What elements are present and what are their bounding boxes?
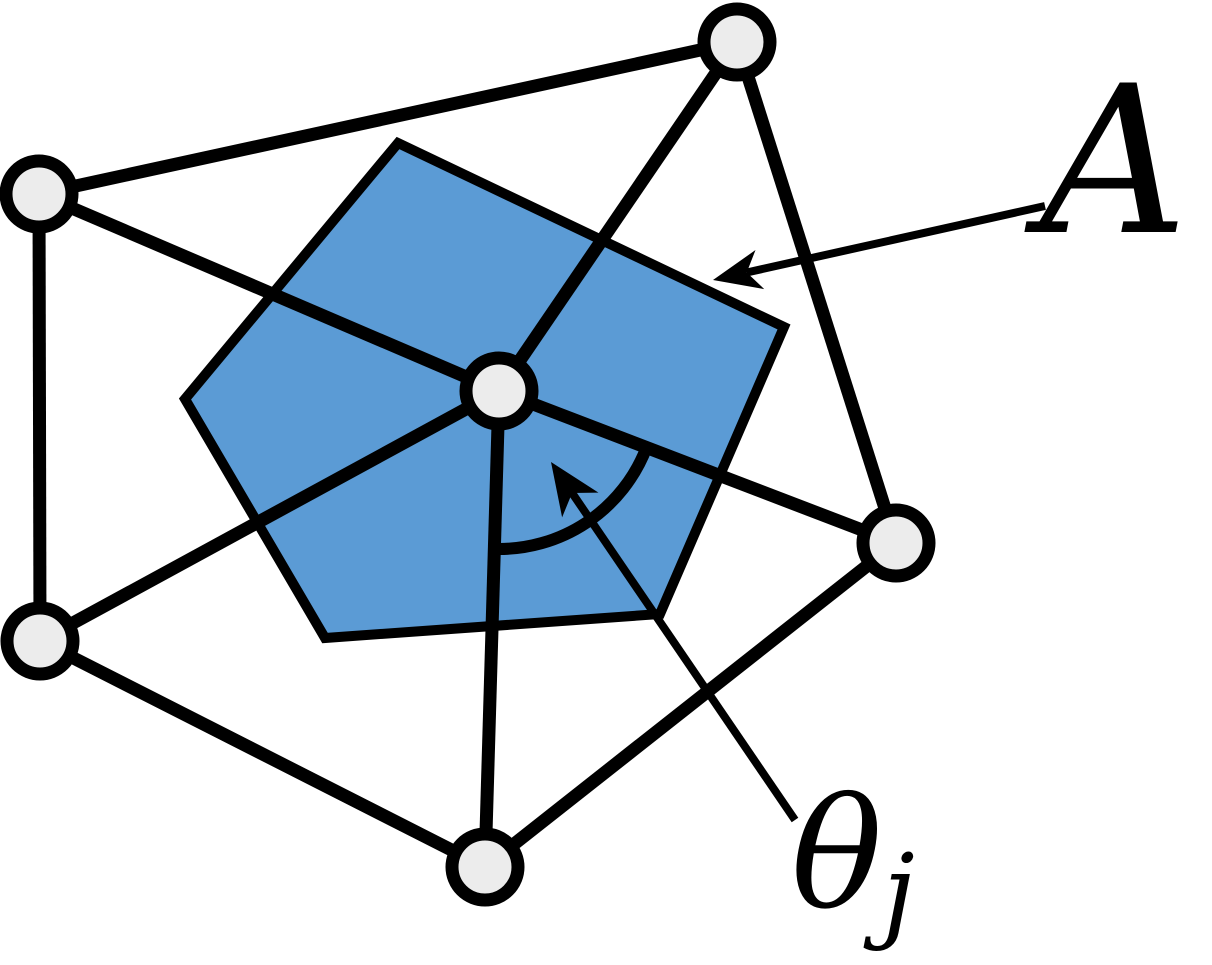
vertex-node-bottom-left [0,601,80,681]
angle-label: θj [791,779,915,945]
vertex-node-bottom [445,827,525,907]
area-pointer-line [745,202,1046,277]
angle-pointer-arrowhead-icon [551,462,599,518]
mesh-edge-center-top-left [36,188,502,397]
mesh-edge-right-top [730,40,903,545]
mesh-edge-center-bottom-left [36,385,503,647]
angle-pointer-line [568,490,799,823]
theta-symbol: θ [791,766,883,943]
vertex-node-right [856,503,936,583]
vertex-node-center [459,351,539,431]
mesh-edge-center-top [493,38,743,395]
mesh-edge-top-left-bottom-left [32,193,47,642]
mesh-edge-center-bottom [478,390,506,868]
mesh-edge-bottom-left-bottom [37,635,488,873]
angle-arc [494,445,653,555]
theta-subscript: j [882,831,915,953]
vertex-node-top-left [0,154,79,234]
vertex-node-top [697,2,777,82]
mesh-edge-center-right [496,384,899,550]
mesh-edge-bottom-right [480,537,901,873]
area-label: A [1040,43,1189,281]
area-pointer-arrowhead-icon [713,250,765,290]
mesh-edge-top-left-top [37,35,739,201]
